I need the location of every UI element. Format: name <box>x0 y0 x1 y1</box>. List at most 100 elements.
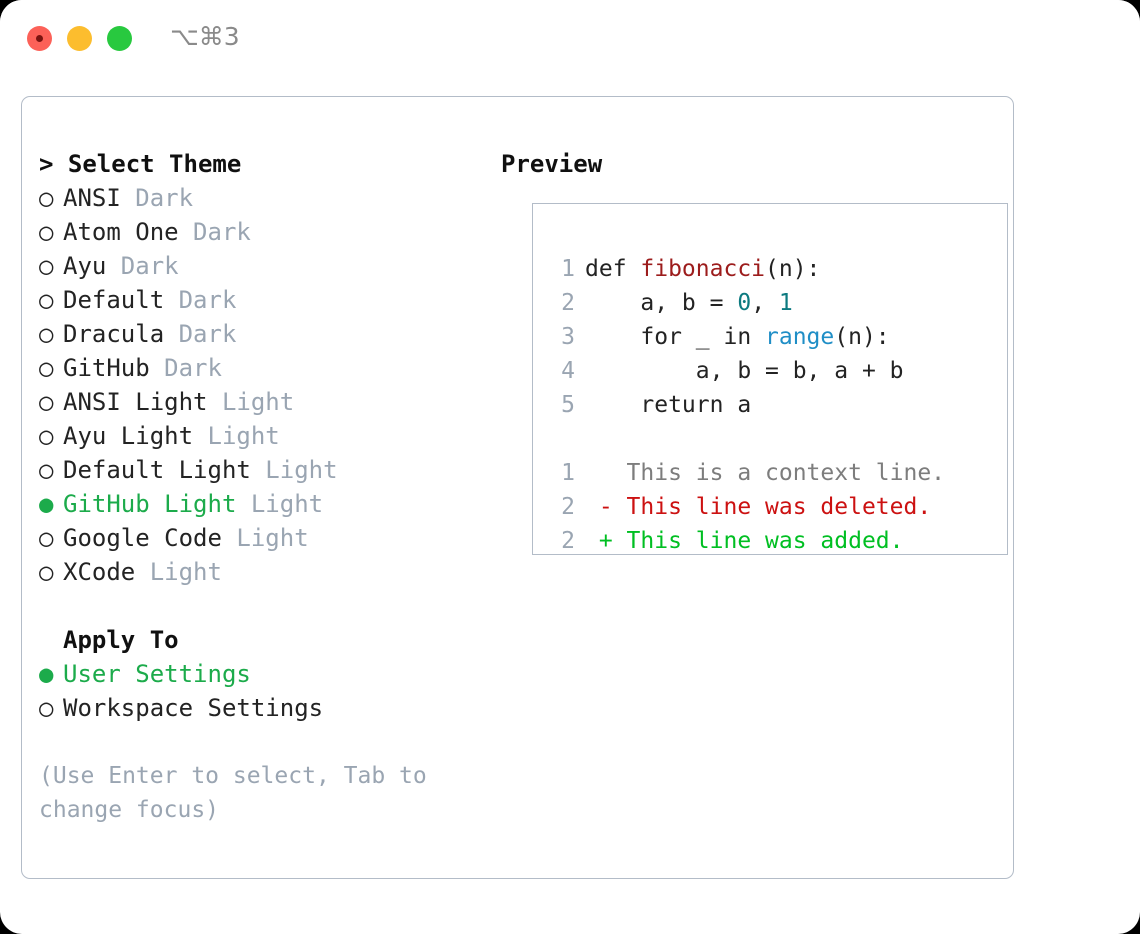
theme-list-item[interactable]: ○ ANSI Light Light <box>39 385 489 419</box>
theme-item-label: XCode <box>63 558 136 586</box>
theme-item-variant: Light <box>236 490 324 518</box>
code-token: , <box>751 290 779 316</box>
theme-item-variant: Dark <box>120 184 194 212</box>
apply-to-option-label: Workspace Settings <box>63 694 324 722</box>
hint-spacer <box>39 725 489 759</box>
radio-unselected-icon[interactable]: ○ <box>39 388 54 416</box>
theme-item-label: Default Light <box>63 456 251 484</box>
diff-line-text: This line was added. <box>626 528 904 554</box>
diff-line: 2 - This line was deleted. <box>549 490 945 524</box>
theme-item-variant: Light <box>135 558 222 586</box>
theme-list-item[interactable]: ○ Default Light Light <box>39 453 489 487</box>
code-line: 3 for _ in range(n): <box>549 320 945 354</box>
radio-unselected-icon[interactable]: ○ <box>39 558 54 586</box>
code-token: 0 <box>737 290 752 316</box>
code-token: def <box>585 256 641 282</box>
theme-item-label: ANSI <box>63 184 121 212</box>
theme-list-item[interactable]: ○ Default Dark <box>39 283 489 317</box>
diff-marker: - <box>585 494 627 520</box>
keyboard-hint-text: (Use Enter to select, Tab to change focu… <box>39 763 441 823</box>
theme-list-item[interactable]: ○ XCode Light <box>39 555 489 589</box>
theme-list-item[interactable]: ○ Dracula Dark <box>39 317 489 351</box>
code-line-number: 2 <box>561 290 575 316</box>
code-line-number: 4 <box>561 358 575 384</box>
radio-unselected-icon[interactable]: ○ <box>39 218 54 246</box>
theme-item-label: Dracula <box>63 320 165 348</box>
theme-item-variant: Dark <box>106 252 179 280</box>
preview-title: Preview <box>501 150 603 178</box>
code-line-number: 1 <box>561 256 575 282</box>
theme-item-label: GitHub Light <box>63 490 237 518</box>
apply-to-option[interactable]: ● User Settings <box>39 657 489 691</box>
theme-list-column: > Select Theme ○ANSI Dark○Atom One Dark○… <box>39 147 489 827</box>
theme-item-variant: Dark <box>149 354 222 382</box>
code-token: a, b = b, a + b <box>585 358 904 384</box>
theme-item-label: ANSI Light <box>63 388 208 416</box>
radio-unselected-icon[interactable]: ○ <box>39 422 54 450</box>
apply-to-title: Apply To <box>63 626 179 654</box>
radio-unselected-icon[interactable]: ○ <box>39 694 54 722</box>
code-token: a, b = <box>585 290 738 316</box>
code-token: fibonacci <box>640 256 766 282</box>
theme-list-item[interactable]: ● GitHub Light Light <box>39 487 489 521</box>
theme-list-item[interactable]: ○ ANSI Dark <box>39 181 489 215</box>
theme-list-item[interactable]: ○Google Code Light <box>39 521 489 555</box>
radio-unselected-icon[interactable]: ○ <box>39 286 54 314</box>
diff-marker <box>585 460 627 486</box>
maximize-window-button[interactable] <box>107 26 132 51</box>
apply-to-option-label: User Settings <box>63 660 251 688</box>
radio-unselected-icon[interactable]: ○ <box>39 252 54 280</box>
theme-item-label: Ayu <box>63 252 107 280</box>
theme-list-item[interactable]: ○Ayu Light Light <box>39 419 489 453</box>
theme-list-item[interactable]: ○GitHub Dark <box>39 351 489 385</box>
keyboard-shortcut-label: ⌥⌘3 <box>170 22 240 51</box>
diff-line-text: This line was deleted. <box>626 494 932 520</box>
apply-to-option[interactable]: ○ Workspace Settings <box>39 691 489 725</box>
code-token: 1 <box>778 290 793 316</box>
title-bar: ⌥⌘3 <box>0 0 1140 78</box>
diff-line-number: 2 <box>561 528 575 554</box>
theme-item-variant: Dark <box>164 286 237 314</box>
theme-item-label: Atom One <box>63 218 179 246</box>
code-token: (n): <box>834 324 890 350</box>
radio-unselected-icon[interactable]: ○ <box>39 354 54 382</box>
theme-item-variant: Light <box>250 456 338 484</box>
theme-list[interactable]: ○ ANSI Dark ○ Atom One Dark ○ Ayu Dark ○ Defaul… <box>39 181 489 589</box>
code-line: 1 def fibonacci(n): <box>549 252 945 286</box>
radio-unselected-icon[interactable]: ○ <box>39 184 54 212</box>
radio-unselected-icon[interactable]: ○ <box>39 456 54 484</box>
theme-item-variant: Dark <box>178 218 251 246</box>
close-window-button[interactable] <box>27 26 52 51</box>
code-token: return a <box>585 392 752 418</box>
code-line-number: 5 <box>561 392 575 418</box>
theme-item-variant: Dark <box>164 320 237 348</box>
theme-list-item[interactable]: ○ Ayu Dark <box>39 249 489 283</box>
theme-item-label: Default <box>63 286 165 314</box>
code-line: 4 a, b = b, a + b <box>549 354 945 388</box>
apply-to-list[interactable]: ● User Settings ○ Workspace Settings <box>39 657 489 725</box>
diff-line-number: 1 <box>561 460 575 486</box>
radio-selected-icon[interactable]: ● <box>39 490 54 518</box>
minimize-window-button[interactable] <box>67 26 92 51</box>
code-line-number: 3 <box>561 324 575 350</box>
diff-line: 1 This is a context line. <box>549 456 945 490</box>
code-token: for _ in <box>585 324 766 350</box>
diff-line: 2 + This line was added. <box>549 524 945 558</box>
diff-line-text: This is a context line. <box>626 460 946 486</box>
diff-line-number: 2 <box>561 494 575 520</box>
radio-unselected-icon[interactable]: ○ <box>39 524 54 552</box>
code-line: 5 return a <box>549 388 945 422</box>
code-blank-line <box>549 422 945 456</box>
theme-item-variant: Light <box>193 422 280 450</box>
radio-unselected-icon[interactable]: ○ <box>39 320 54 348</box>
theme-list-item[interactable]: ○ Atom One Dark <box>39 215 489 249</box>
radio-selected-icon[interactable]: ● <box>39 660 54 688</box>
list-spacer <box>39 589 489 623</box>
select-theme-header: > Select Theme <box>39 150 242 178</box>
code-token: (n): <box>765 256 821 282</box>
theme-item-variant: Light <box>207 388 295 416</box>
